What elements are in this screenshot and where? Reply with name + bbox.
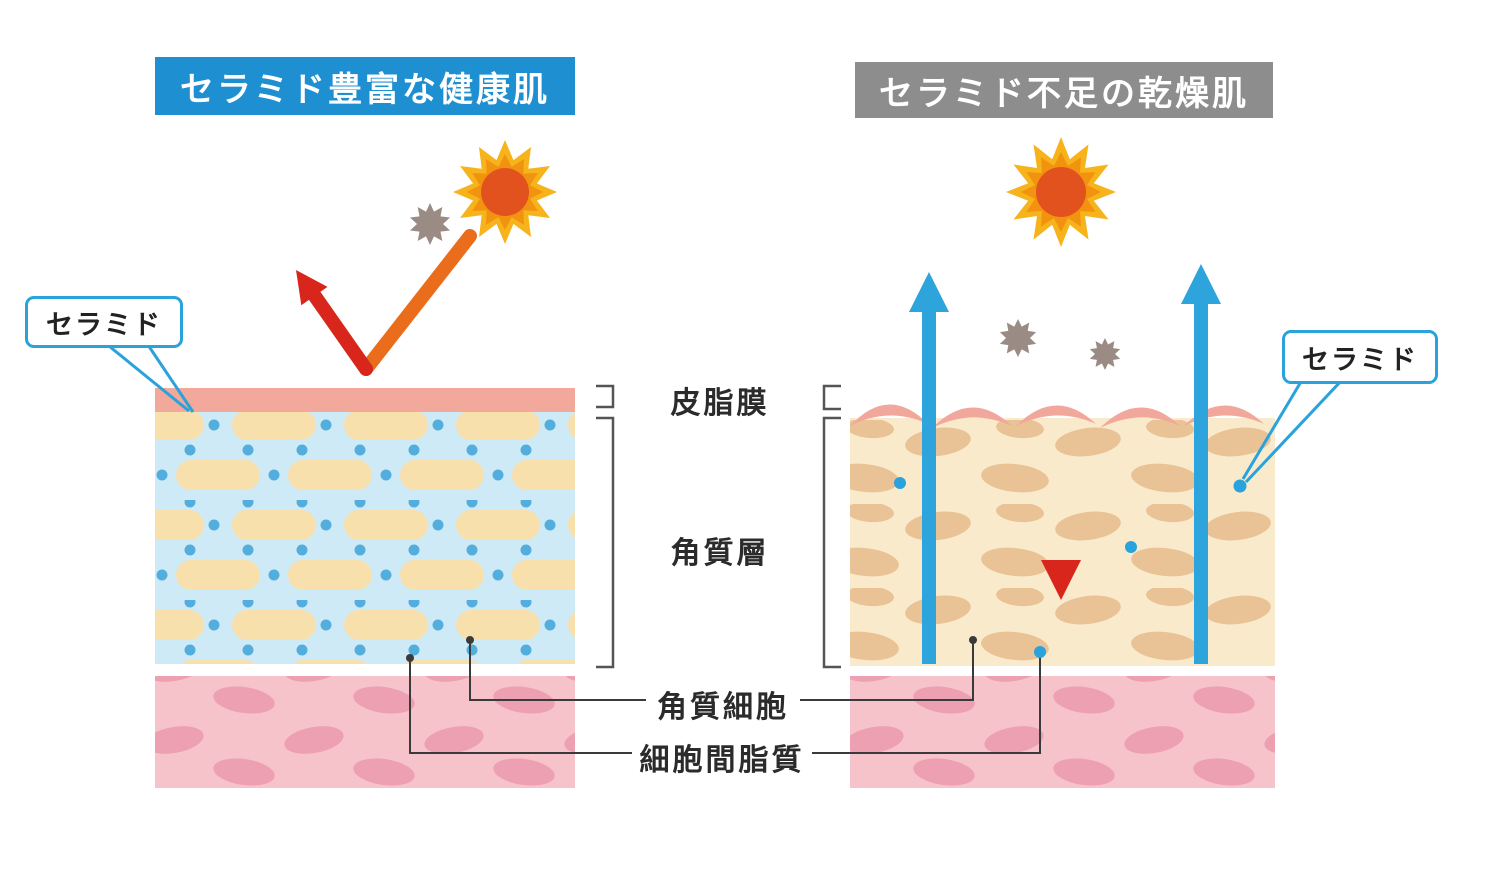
ceramide-target-dot-right bbox=[1233, 479, 1247, 493]
intercellular-lipid-label: 細胞間脂質 bbox=[639, 743, 805, 778]
dermis-cells-right bbox=[850, 676, 1275, 788]
leader-lines bbox=[409, 640, 1041, 754]
ceramide-pointer-right bbox=[1241, 378, 1344, 484]
sebum-bracket-right bbox=[822, 384, 841, 411]
layer-brackets bbox=[596, 384, 841, 669]
bounced-arrowhead bbox=[296, 270, 328, 306]
corneocyte-pointer-dot-right bbox=[969, 636, 977, 644]
lipid-pointer-dot-right bbox=[1034, 646, 1046, 658]
dry-skin-title: セラミド不足の乾燥肌 bbox=[855, 62, 1273, 118]
sebum-film-layer-left bbox=[155, 388, 575, 412]
incoming-uv-ray bbox=[359, 229, 477, 376]
ceramide-callout-right: セラミド bbox=[1282, 330, 1438, 384]
bounced-uv-ray bbox=[305, 285, 373, 376]
corneocyte-leader-right bbox=[800, 640, 974, 701]
moisture-loss-arrows bbox=[909, 264, 1221, 664]
corneocyte-leader-left bbox=[469, 640, 646, 701]
lipid-leader-left bbox=[409, 658, 632, 754]
healthy-skin-block bbox=[155, 388, 575, 788]
sun-core-right bbox=[1036, 167, 1086, 217]
allergen-icon-left bbox=[410, 203, 450, 245]
dermis-cells-left bbox=[155, 676, 575, 788]
sun-core-left bbox=[481, 168, 529, 216]
sun-icon-left bbox=[453, 140, 557, 244]
corneocyte-cells-left bbox=[155, 412, 575, 664]
healthy-skin-title: セラミド豊富な健康肌 bbox=[155, 57, 575, 115]
reflected-uv-arrow bbox=[296, 229, 477, 376]
stratum-bracket-right bbox=[822, 416, 841, 669]
escaping-moisture-dots bbox=[894, 477, 1137, 553]
sebum-film-label: 皮脂膜 bbox=[670, 386, 770, 421]
allergen-icon-right-2 bbox=[1089, 338, 1121, 370]
lipid-leader-right bbox=[812, 652, 1041, 754]
stratum-corneum-label: 角質層 bbox=[670, 536, 770, 571]
cracked-sebum-flakes bbox=[850, 404, 1264, 428]
sebum-bracket-left bbox=[596, 384, 615, 409]
ceramide-callout-left: セラミド bbox=[25, 296, 183, 348]
lipid-pointer-dot-left bbox=[406, 654, 414, 662]
sun-icon-right bbox=[1006, 137, 1116, 247]
penetrating-uv-arrow bbox=[1041, 248, 1081, 600]
moisture-arrowhead-2 bbox=[1181, 264, 1221, 304]
allergen-icon-right-1 bbox=[999, 319, 1037, 357]
corneocyte-label: 角質細胞 bbox=[657, 690, 789, 725]
moisture-arrowhead-1 bbox=[909, 272, 949, 312]
corneocyte-pointer-dot-left bbox=[466, 636, 474, 644]
callout-pointers bbox=[103, 340, 1344, 484]
penetrating-arrowhead bbox=[1041, 560, 1081, 600]
stratum-bracket-left bbox=[596, 416, 615, 669]
ceramide-pointer-left bbox=[103, 340, 195, 413]
